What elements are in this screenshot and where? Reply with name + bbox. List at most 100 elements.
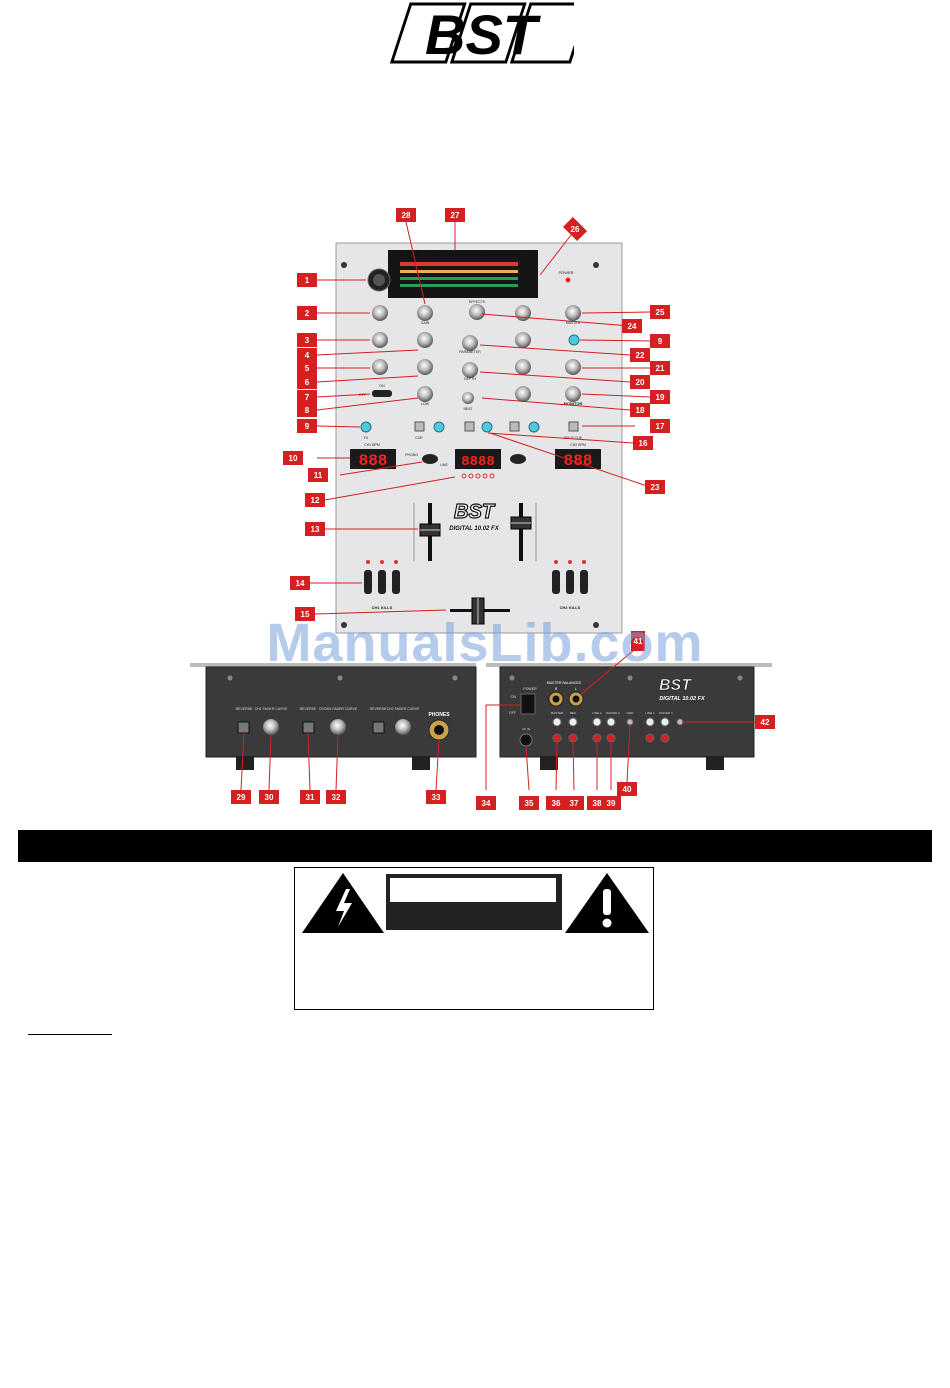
ch1-gain-knob[interactable]	[417, 305, 433, 321]
parameter-readout: 8888	[461, 454, 495, 470]
ch1-cue-button[interactable]	[414, 421, 425, 432]
svg-text:42: 42	[761, 718, 770, 727]
gnd-terminal-1[interactable]	[626, 718, 634, 726]
phono2-r-jack[interactable]	[606, 717, 616, 727]
screw-icon	[593, 262, 599, 268]
cue-label: CUE	[415, 436, 423, 440]
ch2-cue-button[interactable]	[509, 421, 520, 432]
line2-r-jack[interactable]	[592, 717, 602, 727]
xfade-curve-knob[interactable]	[330, 719, 346, 735]
monitor-mix-knob[interactable]	[565, 359, 581, 375]
ch1-kill-mid-switch[interactable]	[378, 570, 386, 594]
line1-label: LINE 1	[645, 711, 655, 715]
model-subtitle: PROFESSIONAL PREAMP MIXER	[452, 252, 524, 257]
model-title: DIGITAL 10.02 FX	[400, 252, 450, 258]
ch1-low-knob[interactable]	[417, 386, 433, 402]
rear-right-panel: POWER ON OFF AC IN MASTER BALANCED R L	[486, 663, 772, 770]
phono1-label: PHONO 1	[659, 711, 673, 715]
ch2-fader-curve-label: CH2 FADER CURVE	[387, 707, 420, 711]
ch2-reverse-button[interactable]	[372, 721, 385, 734]
ch1-fader-curve-knob[interactable]	[263, 719, 279, 735]
ch1-kill-switches: CH1 KILLS	[364, 560, 400, 610]
callouts-front: 1 2 3 4 5 6 7 8 9 10 11 12 13 14 15 16 1…	[283, 208, 670, 621]
beat-button[interactable]	[462, 392, 474, 404]
rear-power-switch[interactable]	[520, 693, 536, 715]
ch2-phono-line-switch[interactable]	[510, 454, 526, 464]
phono1-r-jack[interactable]	[660, 717, 670, 727]
line2-l-jack[interactable]	[592, 733, 602, 743]
svg-text:16: 16	[639, 439, 648, 448]
gnd-label: GND	[627, 711, 635, 715]
callout-5: 5	[297, 361, 317, 375]
callout-9b: 9	[650, 334, 670, 348]
phono1-l-jack[interactable]	[660, 733, 670, 743]
panel-logo: BST	[454, 501, 496, 523]
ch2-fader-curve-knob[interactable]	[395, 719, 411, 735]
ch1-fader[interactable]	[419, 503, 441, 561]
ch2-kill-mid-switch[interactable]	[566, 570, 574, 594]
ch2-kill-low-switch[interactable]	[552, 570, 560, 594]
mic-fx-button[interactable]	[360, 421, 372, 433]
ch1-fx-button[interactable]	[433, 421, 445, 433]
mic-gain-knob[interactable]	[372, 305, 388, 321]
rec-label: REC	[570, 711, 577, 715]
ch1-kill-hi-switch[interactable]	[392, 570, 400, 594]
callout-41: 41	[631, 631, 645, 651]
callout-33: 33	[426, 790, 446, 804]
monitor-level-knob[interactable]	[565, 386, 581, 402]
rec-out-r-jack[interactable]	[568, 717, 578, 727]
beat-leds	[461, 473, 495, 479]
xfade-reverse-button[interactable]	[302, 721, 315, 734]
svg-text:2: 2	[305, 309, 310, 318]
master-level-knob[interactable]	[565, 305, 581, 321]
ch2-fader[interactable]	[510, 503, 532, 561]
ch2-kill-switches: CH2 KILLS	[552, 560, 588, 610]
ch1-kill-low-switch[interactable]	[364, 570, 372, 594]
mic-hi-knob[interactable]	[372, 332, 388, 348]
depth-knob[interactable]	[462, 362, 478, 378]
callout-1: 1	[297, 273, 317, 287]
mic-low-knob[interactable]	[372, 359, 388, 375]
ch2-kill-hi-switch[interactable]	[580, 570, 588, 594]
callout-39: 39	[601, 796, 621, 810]
fx-on-button[interactable]	[481, 421, 493, 433]
split-cue-button[interactable]	[568, 421, 579, 432]
line1-l-jack[interactable]	[645, 733, 655, 743]
ch2-low-knob[interactable]	[515, 386, 531, 402]
fx-cue-button[interactable]	[464, 421, 475, 432]
ch2-fx-button[interactable]	[528, 421, 540, 433]
ch1-mid-knob[interactable]	[417, 359, 433, 375]
ch2-bpm-readout: 888	[564, 452, 593, 470]
parameter-display	[455, 449, 501, 469]
caution-label-block	[386, 874, 562, 930]
vu-meter-leds	[400, 262, 518, 287]
line1-r-jack[interactable]	[645, 717, 655, 727]
crossfader[interactable]	[450, 597, 510, 625]
callout-19: 19	[650, 390, 670, 404]
effects-selector-knob[interactable]	[469, 304, 485, 320]
svg-text:33: 33	[432, 793, 441, 802]
ac-in-socket[interactable]	[519, 733, 533, 747]
electric-shock-warning-icon	[302, 873, 384, 933]
master-out-r-jack[interactable]	[552, 717, 562, 727]
rec-out-l-jack[interactable]	[568, 733, 578, 743]
svg-text:10: 10	[289, 454, 298, 463]
phono-label: PHONO	[405, 453, 418, 457]
mixer-diagram: DIGITAL 10.02 FX PROFESSIONAL PREAMP MIX…	[190, 208, 775, 810]
ch1-phono-line-switch[interactable]	[422, 454, 438, 464]
ch2-hi-knob[interactable]	[515, 332, 531, 348]
master-fx-button[interactable]	[568, 334, 580, 346]
svg-text:5: 5	[305, 364, 310, 373]
ch2-gain-knob[interactable]	[515, 305, 531, 321]
parameter-knob[interactable]	[462, 335, 478, 351]
ch1-hi-knob[interactable]	[417, 332, 433, 348]
svg-text:22: 22	[636, 351, 645, 360]
ch1-reverse-button[interactable]	[237, 721, 250, 734]
svg-text:31: 31	[306, 793, 315, 802]
ch2-mid-knob[interactable]	[515, 359, 531, 375]
master-out-l-jack[interactable]	[552, 733, 562, 743]
mic-on-off-switch[interactable]	[372, 390, 392, 397]
callout-25: 25	[650, 305, 670, 319]
mic-off-label: OFF	[359, 393, 366, 397]
phono2-l-jack[interactable]	[606, 733, 616, 743]
